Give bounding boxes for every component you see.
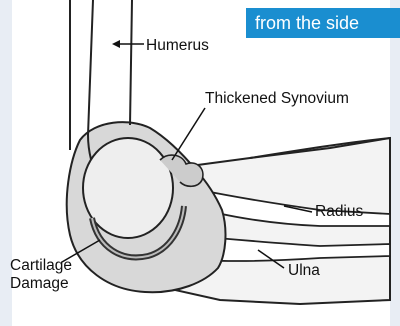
humerus-shaft: [88, 0, 132, 135]
label-cartilage: Cartilage: [10, 257, 72, 274]
synovium-pointer: [172, 108, 205, 160]
label-damage: Damage: [10, 275, 69, 292]
label-radius: Radius: [315, 203, 363, 220]
view-banner: from the side: [246, 8, 400, 38]
label-humerus: Humerus: [146, 37, 209, 54]
label-ulna: Ulna: [288, 262, 320, 279]
humerus-condyle: [83, 138, 173, 238]
label-synovium: Thickened Synovium: [205, 90, 349, 107]
